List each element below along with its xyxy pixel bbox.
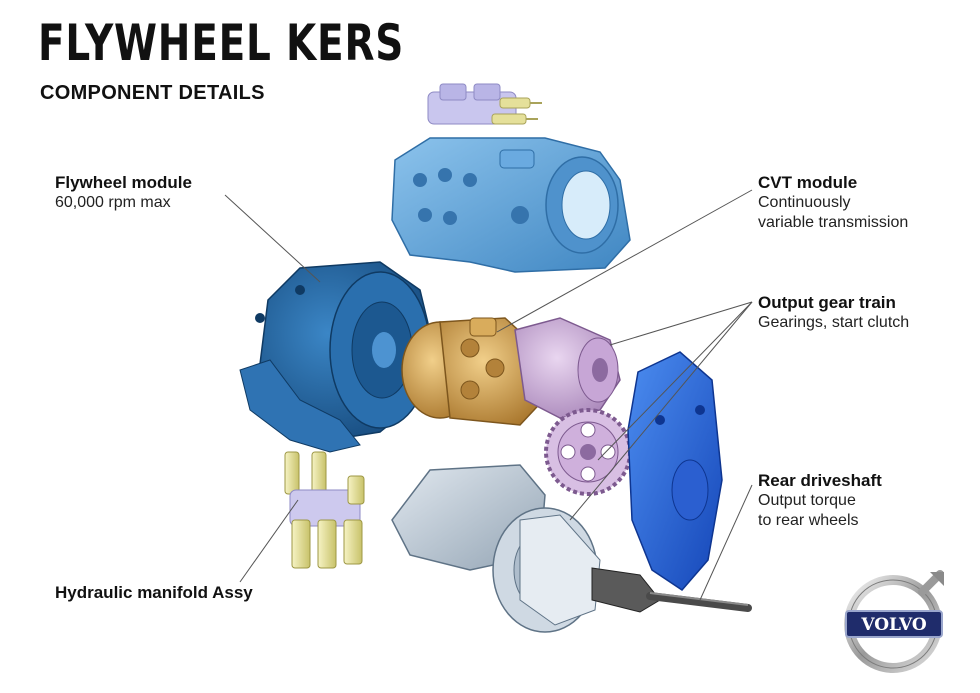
callout-flywheel-desc: 60,000 rpm max — [55, 194, 171, 212]
output-gear-housing — [514, 317, 621, 419]
side-cover — [627, 351, 723, 591]
callout-hydraulic-manifold: Hydraulic manifold Assy — [55, 582, 253, 603]
callout-gear-name: Output gear train — [758, 293, 896, 312]
hydraulic-manifold — [284, 451, 365, 569]
rear-driveshaft — [591, 567, 752, 613]
callout-flywheel-module: Flywheel module 60,000 rpm max — [55, 172, 192, 213]
volvo-logo-text: VOLVO — [860, 615, 927, 635]
page-title: FLYWHEEL KERS — [38, 14, 405, 72]
leader-gear-1 — [609, 301, 753, 346]
leader-gear-2 — [597, 301, 753, 461]
valve-block-top — [427, 83, 542, 125]
callout-cvt-name: CVT module — [758, 173, 858, 192]
leader-hydraulic — [239, 499, 299, 583]
callout-cvt-desc-1: Continuously — [758, 194, 851, 212]
callout-output-gear-train: Output gear train Gearings, start clutch — [758, 292, 909, 333]
leader-rear — [699, 484, 753, 601]
volvo-logo: VOLVO — [844, 570, 944, 673]
callout-cvt-module: CVT module Continuously variable transmi… — [758, 172, 908, 233]
leader-flywheel — [224, 194, 321, 283]
callout-flywheel-name: Flywheel module — [55, 173, 192, 192]
cvt-housing — [391, 137, 631, 273]
callout-rear-desc-2: to rear wheels — [758, 512, 859, 530]
output-gear-wheel — [544, 408, 632, 496]
rear-casing — [391, 464, 601, 633]
leader-gear-3 — [569, 301, 753, 521]
callout-rear-desc-1: Output torque — [758, 492, 856, 510]
callout-rear-name: Rear driveshaft — [758, 471, 882, 490]
callout-cvt-desc-2: variable transmission — [758, 214, 909, 232]
page-subtitle: COMPONENT DETAILS — [40, 82, 265, 104]
callout-rear-driveshaft: Rear driveshaft Output torque to rear wh… — [758, 470, 882, 531]
callout-gear-desc: Gearings, start clutch — [758, 314, 910, 332]
callout-hydraulic-name: Hydraulic manifold Assy — [55, 583, 253, 602]
leader-cvt — [496, 189, 753, 333]
